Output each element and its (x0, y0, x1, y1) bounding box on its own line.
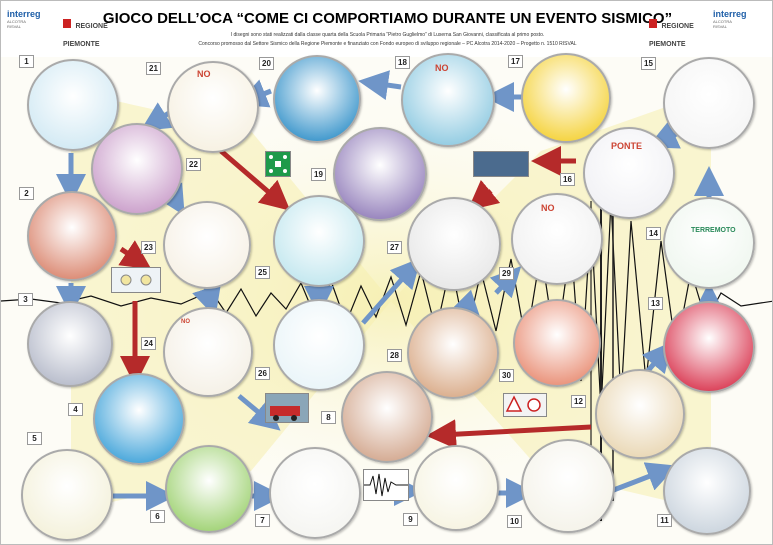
square-9-number: 9 (403, 513, 418, 526)
square-7-drawing[interactable] (269, 447, 361, 539)
emergency-assembly-sign-icon (265, 151, 291, 177)
square-28-drawing[interactable] (407, 307, 499, 399)
logo-interreg-left-sub2: RISVAL (7, 24, 21, 29)
square-18-number: 18 (395, 56, 410, 69)
logo-interreg-left-text: interreg (7, 9, 41, 19)
square-16-number: 16 (560, 173, 575, 186)
square-24-number: 24 (141, 337, 156, 350)
logo-interreg-right-sub2: RISVAL (713, 24, 727, 29)
sign-ponte: PONTE (611, 141, 643, 151)
square-22-drawing[interactable] (91, 123, 183, 215)
people-gathering-icon (269, 155, 287, 173)
square-7-number: 7 (255, 514, 270, 527)
square-26-drawing[interactable] (273, 299, 365, 391)
square-21-drawing[interactable] (167, 61, 259, 153)
square-23-drawing[interactable] (163, 201, 251, 289)
subtitle-line-1: I disegni sono stati realizzati dalla cl… (230, 32, 545, 38)
sign-terremoto: TERREMOTO (691, 227, 736, 234)
square-3-drawing[interactable] (27, 301, 113, 387)
crowd-photo (473, 151, 529, 177)
square-25-number: 25 (255, 266, 270, 279)
road-signs-photo (503, 393, 547, 417)
square-15-drawing[interactable] (663, 57, 755, 149)
warning-sign-icon (505, 395, 541, 412)
logo-regione-right-text: REGIONE PIEMONTE (649, 23, 694, 48)
square-3-number: 3 (18, 293, 33, 306)
square-13-drawing[interactable] (663, 301, 755, 393)
light-bulb-icon (120, 274, 152, 286)
square-6-drawing[interactable] (165, 445, 253, 533)
logo-regione-left-text: REGIONE PIEMONTE (63, 23, 108, 48)
logo-regione-right: REGIONE PIEMONTE (649, 15, 709, 51)
square-5-drawing[interactable] (21, 449, 113, 541)
square-30-number: 30 (499, 369, 514, 382)
square-29-number: 29 (499, 267, 514, 280)
square-14-drawing[interactable] (663, 197, 755, 289)
logo-regione-left: REGIONE PIEMONTE (63, 15, 123, 51)
square-19-number: 19 (311, 168, 326, 181)
square-10-drawing[interactable] (521, 439, 615, 533)
sign-no-21: NO (197, 69, 211, 79)
logo-interreg-left-sub: ALCOTRA (7, 19, 26, 24)
square-22-number: 22 (186, 158, 201, 171)
square-12-drawing[interactable] (595, 369, 685, 459)
subtitle-line-2: Concorso promosso dal Settore Sismico de… (198, 41, 577, 47)
square-21-number: 21 (146, 62, 161, 75)
square-15-number: 15 (641, 57, 656, 70)
seismogram-icon (364, 473, 408, 497)
square-8-number: 8 (321, 411, 336, 424)
fire-truck-icon (270, 406, 300, 421)
fire-truck-photo (265, 393, 309, 423)
sign-no-18: NO (435, 63, 449, 73)
piemonte-shield-icon (63, 19, 71, 29)
square-17-drawing[interactable] (521, 53, 611, 143)
square-29-drawing[interactable] (511, 193, 603, 285)
square-11-number: 11 (657, 514, 672, 527)
sign-no-24: NO (181, 319, 190, 325)
square-1-number: 1 (19, 55, 34, 68)
square-11-drawing[interactable] (663, 447, 751, 535)
square-28-number: 28 (387, 349, 402, 362)
square-8-drawing[interactable] (341, 371, 433, 463)
square-9-drawing[interactable] (413, 445, 499, 531)
square-4-number: 4 (68, 403, 83, 416)
square-5-number: 5 (27, 432, 42, 445)
light-bulbs-photo (111, 267, 161, 293)
square-12-number: 12 (571, 395, 586, 408)
square-20-drawing[interactable] (273, 55, 361, 143)
square-24-drawing[interactable] (163, 307, 253, 397)
square-25-drawing[interactable] (273, 195, 365, 287)
logo-interreg-right: interreg ALCOTRA RISVAL (713, 9, 747, 29)
page-title: GIOCO DELL’OCA “COME CI COMPORTIAMO DURA… (102, 10, 673, 27)
square-2-drawing[interactable] (27, 191, 117, 281)
square-27-drawing[interactable] (407, 197, 501, 291)
square-4-drawing[interactable] (93, 373, 185, 465)
square-14-number: 14 (646, 227, 661, 240)
square-2-number: 2 (19, 187, 34, 200)
logo-interreg-right-text: interreg (713, 9, 747, 19)
square-27-number: 27 (387, 241, 402, 254)
square-20-number: 20 (259, 57, 274, 70)
square-10-number: 10 (507, 515, 522, 528)
square-17-number: 17 (508, 55, 523, 68)
square-18-drawing[interactable] (401, 53, 495, 147)
square-13-number: 13 (648, 297, 663, 310)
header: interreg ALCOTRA RISVAL REGIONE PIEMONTE… (1, 1, 772, 57)
sign-no-29: NO (541, 203, 555, 213)
seismogram-photo (363, 469, 409, 501)
square-26-number: 26 (255, 367, 270, 380)
piemonte-shield-icon (649, 19, 657, 29)
logo-interreg-right-sub: ALCOTRA (713, 19, 732, 24)
logo-interreg-left: interreg ALCOTRA RISVAL (7, 9, 41, 29)
square-30-drawing[interactable] (513, 299, 601, 387)
square-6-number: 6 (150, 510, 165, 523)
square-23-number: 23 (141, 241, 156, 254)
square-16-drawing[interactable] (583, 127, 675, 219)
